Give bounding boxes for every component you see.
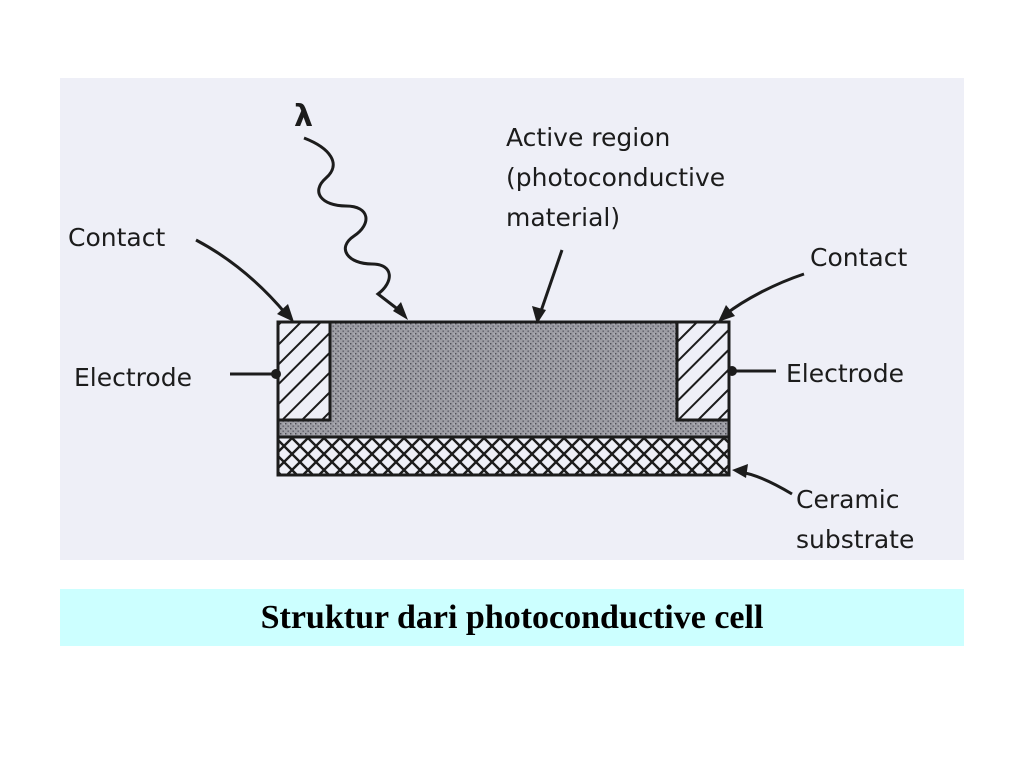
active-region-label-line2: (photoconductive — [506, 163, 725, 192]
light-wave-icon — [303, 136, 405, 316]
active-region-arrow — [538, 249, 564, 315]
lambda-label: λ — [294, 99, 313, 134]
photoconductive-cell-figure: λ Active region (photoconductive materia… — [60, 78, 964, 560]
caption-bar: Struktur dari photoconductive cell — [60, 589, 964, 646]
contact-right-arrowhead — [718, 305, 735, 322]
photoconductive-layer — [278, 420, 729, 437]
active-region-label-line3: material) — [506, 203, 620, 232]
contact-left-label: Contact — [68, 223, 165, 252]
substrate-label-line1: Ceramic — [796, 485, 899, 514]
contact-left-arrow — [195, 238, 288, 315]
light-arrowhead — [393, 302, 408, 320]
electrode-right-dot — [727, 366, 737, 376]
ceramic-substrate — [276, 435, 731, 477]
active-region-arrowhead — [532, 306, 546, 324]
electrode-right-label: Electrode — [786, 359, 904, 388]
contact-right-label: Contact — [810, 243, 907, 272]
active-region-label-line1: Active region — [506, 123, 670, 152]
caption-text: Struktur dari photoconductive cell — [260, 598, 764, 636]
contact-left-arrowhead — [277, 304, 294, 322]
cross-section-diagram: λ Active region (photoconductive materia… — [68, 99, 914, 554]
substrate-arrowhead — [732, 464, 748, 478]
electrode-left-dot — [271, 369, 281, 379]
contact-right-arrow — [725, 272, 805, 316]
electrode-right — [675, 320, 731, 422]
substrate-label-line2: substrate — [796, 525, 914, 554]
electrode-left-label: Electrode — [74, 363, 192, 392]
active-region — [278, 322, 729, 436]
substrate-arrow — [739, 470, 793, 496]
cell-outline — [276, 320, 731, 477]
electrode-left — [276, 320, 332, 422]
